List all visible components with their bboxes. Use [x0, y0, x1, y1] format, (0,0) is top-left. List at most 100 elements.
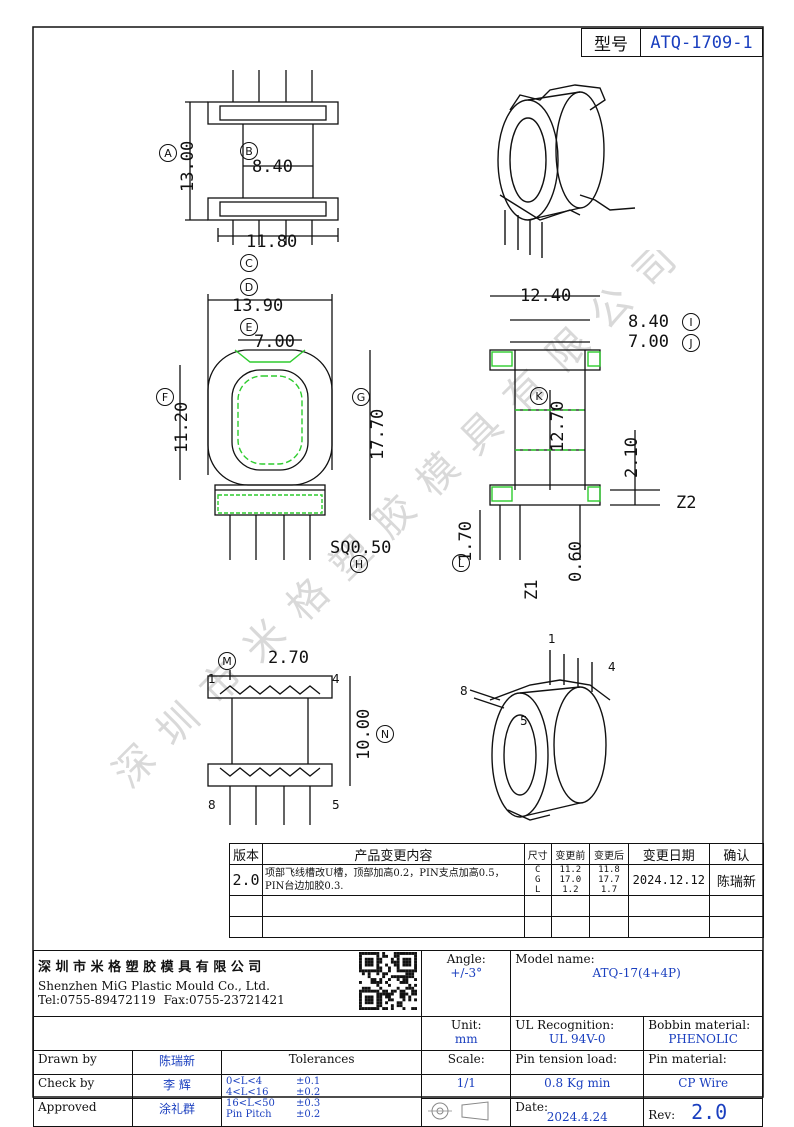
callout-c: C	[240, 254, 258, 272]
title-block: 深 圳 市 米 格 塑 胶 模 具 有 限 公 司 Shenzhen MiG P…	[32, 950, 763, 1127]
revision-dim-l: L	[534, 885, 541, 895]
revision-header-row: 版本 产品变更内容 尺寸 变更前 变更后 变更日期 确认	[229, 843, 765, 865]
tolerance-row: 4<L<16 ±0.2	[226, 1087, 417, 1098]
pin-material-value: CP Wire	[643, 1074, 763, 1099]
tolerance-range: 16<L<50	[226, 1098, 275, 1109]
approved-value: 涂礼群	[132, 1098, 222, 1127]
callout-h: H	[350, 555, 368, 573]
revision-after-c: 11.8	[598, 865, 620, 875]
callout-f: F	[156, 388, 174, 406]
tolerance-value: ±0.1	[296, 1076, 321, 1087]
revision-confirm: 陈瑞新	[708, 864, 765, 896]
tolerances-label: Tolerances	[220, 1050, 423, 1075]
revision-after-g: 17.7	[598, 875, 620, 885]
revision-before-l: 1.2	[562, 885, 579, 895]
pin-label-8: 8	[208, 798, 216, 812]
rev-label: Rev:	[648, 1108, 676, 1122]
model-name-label: Model name:	[515, 952, 595, 966]
dim-2-10: 2.10	[622, 437, 642, 478]
scale-label: Scale:	[447, 1052, 485, 1066]
revision-dims: C G L	[523, 864, 552, 896]
col-date: 变更日期	[627, 843, 710, 865]
bobbin-cell: Bobbin material: PHENOLIC	[643, 1016, 763, 1051]
iso-pin-label-1: 1	[548, 632, 556, 646]
angle-label: Angle:	[446, 952, 486, 966]
dim-10-00: 10.00	[354, 708, 374, 760]
company-spacer	[32, 1016, 423, 1051]
tolerance-row: Pin Pitch ±0.2	[226, 1109, 417, 1120]
pin-label-1: 1	[208, 672, 216, 686]
iso-view-top	[497, 84, 636, 258]
unit-cell: Unit: mm	[421, 1016, 512, 1051]
company-name-en: Shenzhen MiG Plastic Mould Co., Ltd.	[38, 979, 270, 993]
dim-z2: Z2	[676, 493, 697, 513]
pin-label-4: 4	[332, 672, 340, 686]
tolerance-range: 0<L<4	[226, 1076, 263, 1087]
drawn-by-value: 陈瑞新	[132, 1050, 222, 1075]
dim-12-40: 12.40	[520, 286, 572, 306]
dim-13-90: 13.90	[232, 296, 284, 316]
tolerance-range: 4<L<16	[226, 1087, 269, 1098]
revision-before: 11.2 17.0 1.2	[550, 864, 591, 896]
rev-value: 2.0	[691, 1100, 728, 1124]
revision-before-c: 11.2	[559, 865, 582, 875]
revision-before-g: 17.0	[559, 875, 582, 885]
angle-value: +/-3°	[450, 966, 483, 980]
callout-k: K	[530, 387, 548, 405]
revision-dim-g: G	[534, 875, 541, 885]
date-cell: Date: 2024.4.24	[510, 1098, 645, 1127]
date-label: Date:	[515, 1100, 549, 1114]
dim-11-80: 11.80	[246, 232, 298, 252]
scale-cell: Scale:	[421, 1050, 512, 1075]
unit-label: Unit:	[450, 1018, 482, 1032]
unit-value: mm	[454, 1032, 478, 1046]
tolerance-range: Pin Pitch	[226, 1109, 272, 1120]
dim-z1: Z1	[522, 579, 542, 600]
pin-tension-cell: Pin tension load:	[510, 1050, 645, 1075]
callout-l: L	[452, 554, 470, 572]
bobbin-value: PHENOLIC	[668, 1032, 738, 1046]
iso-pin-label-8: 8	[460, 684, 468, 698]
tolerance-value: ±0.2	[296, 1109, 321, 1120]
dim-13-00: 13.00	[178, 140, 198, 192]
dim-8-40-b: 8.40	[628, 312, 669, 332]
bobbin-label: Bobbin material:	[648, 1018, 751, 1032]
iso-pin-label-5: 5	[520, 714, 528, 728]
pin-material-cell: Pin material:	[643, 1050, 763, 1075]
company-contact: Tel:0755-89472119 Fax:0755-23721421	[38, 993, 285, 1007]
ul-value: UL 94V-0	[549, 1032, 606, 1046]
dim-2-70: 2.70	[268, 648, 309, 668]
date-value: 2024.4.24	[546, 1110, 608, 1124]
revision-date: 2024.12.12	[627, 864, 710, 896]
drawn-by-label: Drawn by	[33, 1050, 133, 1075]
revision-dim-c: C	[534, 865, 541, 875]
tolerance-value: ±0.2	[296, 1087, 321, 1098]
col-content: 产品变更内容	[261, 843, 525, 865]
callout-i: I	[682, 313, 700, 331]
front-view	[179, 294, 371, 560]
callout-m: M	[218, 652, 236, 670]
callout-d: D	[240, 278, 258, 296]
pin-tension-value: 0.8 Kg min	[510, 1074, 645, 1099]
revision-empty-row	[229, 916, 765, 938]
col-version: 版本	[229, 843, 263, 865]
revision-after-l: 1.7	[600, 885, 618, 895]
col-after: 变更后	[589, 843, 629, 865]
side-view-right	[479, 295, 660, 560]
model-number-box: 型号 ATQ-1709-1	[581, 28, 763, 57]
pin-material-label: Pin material:	[648, 1052, 727, 1066]
pin-tension-label: Pin tension load:	[515, 1052, 618, 1066]
pin-label-5: 5	[332, 798, 340, 812]
revision-empty-row	[229, 895, 765, 917]
model-name-value: ATQ-17(4+4P)	[592, 966, 681, 980]
company-name-cn: 深 圳 市 米 格 塑 胶 模 具 有 限 公 司	[38, 960, 262, 975]
revision-row: 2.0 项部飞线槽改U槽，顶部加高0.2，PIN支点加高0.5，PIN台边加胶0…	[229, 864, 765, 896]
dim-0-60: 0.60	[566, 541, 586, 582]
revision-change-table: 版本 产品变更内容 尺寸 变更前 变更后 变更日期 确认 2.0 项部飞线槽改U…	[229, 843, 765, 938]
ul-cell: UL Recognition: UL 94V-0	[510, 1016, 645, 1051]
model-name-cell: Model name: ATQ-17(4+4P)	[510, 950, 763, 1017]
company-tel: Tel:0755-89472119	[38, 993, 156, 1007]
tolerance-value: ±0.3	[296, 1098, 321, 1109]
scale-value: 1/1	[421, 1074, 512, 1099]
